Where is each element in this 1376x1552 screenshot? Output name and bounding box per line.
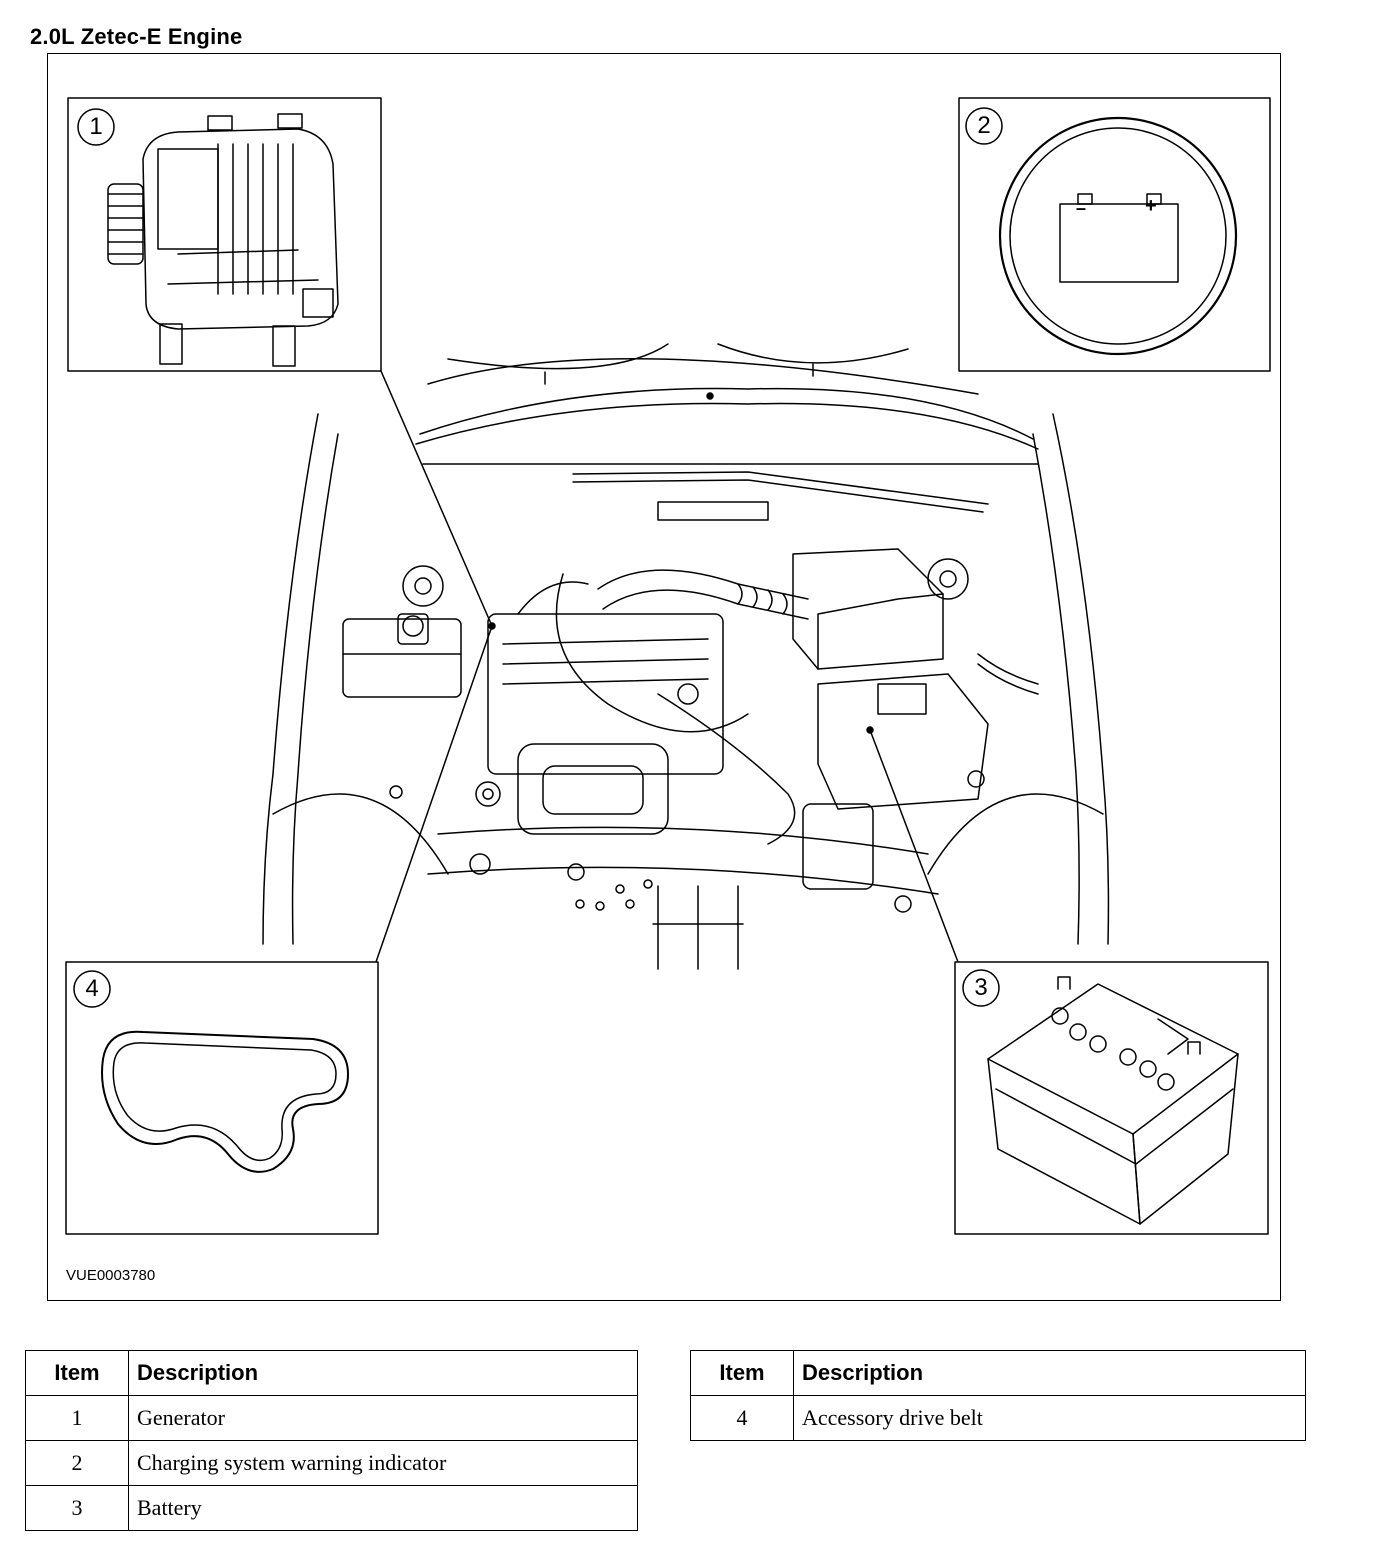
callout-1: 1 (89, 113, 103, 140)
table-row: 4 Accessory drive belt (690, 1395, 1306, 1441)
engine-diagram: 1 2 3 4 – + VUE0003780 (47, 53, 1281, 1301)
description-column-header: Description (128, 1350, 638, 1396)
table-row: 3 Battery (25, 1485, 638, 1531)
table-header-row: Item Description (25, 1350, 638, 1396)
table-row: 2 Charging system warning indicator (25, 1440, 638, 1486)
battery-warning-lamp-icon (1059, 193, 1179, 283)
item-description: Accessory drive belt (793, 1395, 1306, 1441)
table-row: 1 Generator (25, 1395, 638, 1441)
item-column-header: Item (25, 1350, 129, 1396)
leader-lines (375, 370, 959, 963)
item-description: Battery (128, 1485, 638, 1531)
callout-3: 3 (974, 974, 988, 1001)
engine-compartment-illustration (65, 97, 1271, 1235)
engine-compartment (262, 343, 1110, 970)
inset-drive-belt (65, 961, 379, 1235)
description-column-header: Description (793, 1350, 1306, 1396)
item-description: Generator (128, 1395, 638, 1441)
generator-icon (107, 113, 339, 367)
item-number: 2 (25, 1440, 129, 1486)
battery-icon (987, 976, 1239, 1225)
callout-2: 2 (977, 112, 991, 139)
callout-4: 4 (85, 975, 99, 1002)
inset-battery (954, 961, 1269, 1235)
drive-belt-icon (101, 1030, 349, 1173)
battery-plus-symbol: + (1145, 195, 1157, 217)
item-column-header: Item (690, 1350, 794, 1396)
item-number: 3 (25, 1485, 129, 1531)
inset-warning-indicator (958, 97, 1271, 372)
battery-minus-symbol: – (1076, 198, 1087, 218)
page-title: 2.0L Zetec-E Engine (30, 24, 243, 49)
figure-id: VUE0003780 (66, 1267, 156, 1284)
items-table-right: Item Description 4 Accessory drive belt (690, 1350, 1306, 1441)
item-number: 1 (25, 1395, 129, 1441)
items-table-left: Item Description 1 Generator 2 Charging … (25, 1350, 638, 1531)
table-header-row: Item Description (690, 1350, 1306, 1396)
item-number: 4 (690, 1395, 794, 1441)
item-description: Charging system warning indicator (128, 1440, 638, 1486)
inset-generator (67, 97, 382, 372)
